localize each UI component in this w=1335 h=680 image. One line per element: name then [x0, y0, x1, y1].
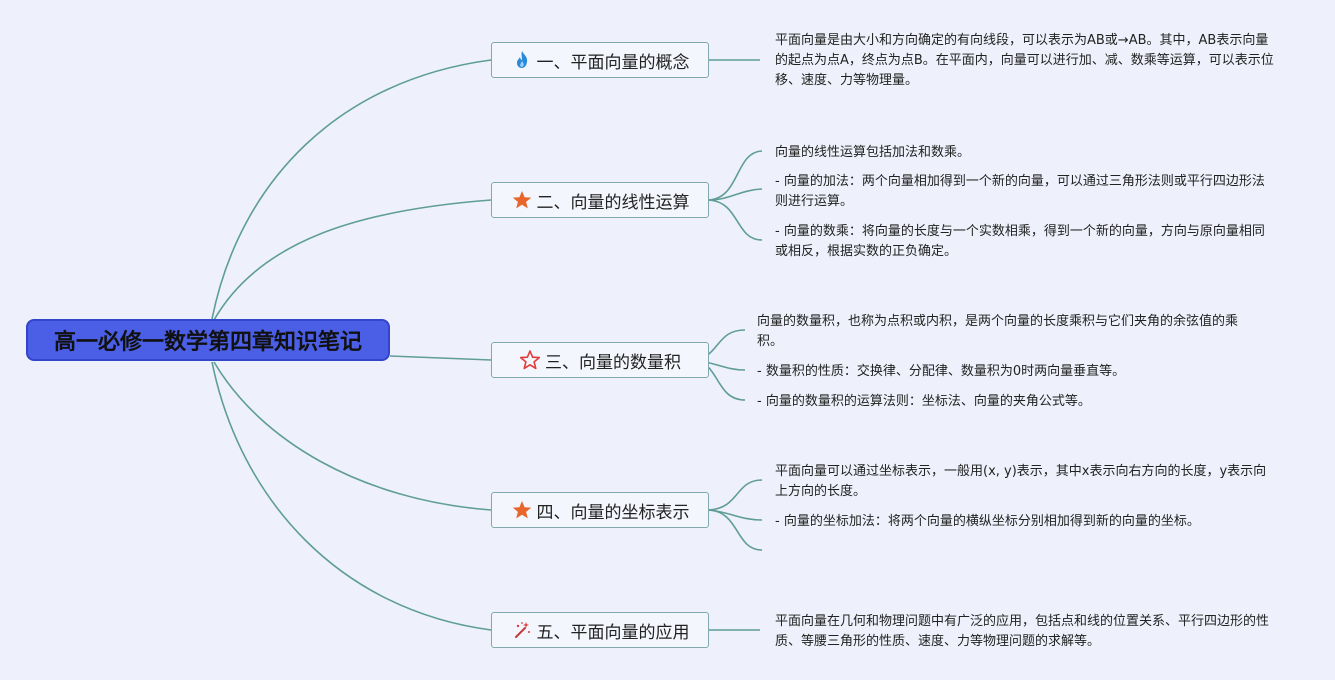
- link-topic4-leaf3: [708, 509, 763, 551]
- link-topic4-leaf1: [708, 479, 763, 511]
- leaf-linear-intro: 向量的线性运算包括加法和数乘。: [775, 145, 971, 160]
- fire-icon: [511, 49, 533, 71]
- topic-coordinate-representation[interactable]: 四、向量的坐标表示: [491, 492, 709, 528]
- leaf-scalar-multiplication: - 向量的数乘：将向量的长度与一个实数相乘，得到一个新的向量，方向与原向量相同或…: [775, 224, 1265, 259]
- topic-vector-concept[interactable]: 一、平面向量的概念: [491, 42, 709, 78]
- root-topic[interactable]: 高一必修一数学第四章知识笔记: [26, 319, 390, 361]
- link-root-topic-3: [389, 355, 492, 361]
- leaf-vector-addition: - 向量的加法：两个向量相加得到一个新的向量，可以通过三角形法则或平行四边形法则…: [775, 174, 1265, 209]
- link-root-topic-4: [213, 361, 492, 511]
- root-title: 高一必修一数学第四章知识笔记: [53, 330, 362, 355]
- topic-applications[interactable]: 五、平面向量的应用: [491, 612, 709, 648]
- link-root-topic-5: [211, 361, 492, 631]
- link-topic2-leaf2: [708, 188, 763, 201]
- link-root-topic-2: [213, 199, 492, 321]
- leaf-dot-product-properties: - 数量积的性质：交换律、分配律、数量积为0时两向量垂直等。: [757, 364, 1126, 379]
- topic-linear-operations[interactable]: 二、向量的线性运算: [491, 182, 709, 218]
- topic-label: 四、向量的坐标表示: [536, 502, 690, 523]
- leaf-coordinate-definition: 平面向量可以通过坐标表示，一般用(x, y)表示，其中x表示向右方向的长度，y表…: [775, 464, 1267, 499]
- topic-dot-product[interactable]: 三、向量的数量积: [491, 342, 709, 378]
- link-topic2-leaf3: [708, 199, 763, 241]
- leaf-dot-product-rules: - 向量的数量积的运算法则：坐标法、向量的夹角公式等。: [757, 394, 1091, 409]
- topic-label: 二、向量的线性运算: [536, 192, 690, 213]
- leaf-coordinate-addition: - 向量的坐标加法：将两个向量的横纵坐标分别相加得到新的向量的坐标。: [775, 514, 1200, 529]
- link-topic2-leaf1: [708, 150, 763, 201]
- star-outline-icon: [519, 349, 541, 371]
- topic-label: 五、平面向量的应用: [536, 622, 690, 643]
- link-root-topic-1: [211, 59, 492, 320]
- leaf-applications: 平面向量在几何和物理问题中有广泛的应用，包括点和线的位置关系、平行四边形的性质、…: [775, 614, 1270, 649]
- magic-wand-icon: [511, 619, 533, 641]
- topic-label: 一、平面向量的概念: [536, 52, 690, 73]
- leaf-concept-definition: 平面向量是由大小和方向确定的有向线段，可以表示为AB或→AB。其中，AB表示向量…: [775, 33, 1274, 88]
- star-filled-icon: [511, 499, 533, 521]
- leaf-dot-product-definition: 向量的数量积，也称为点积或内积，是两个向量的长度乘积与它们夹角的余弦值的乘积。: [757, 314, 1239, 349]
- star-filled-icon: [511, 189, 533, 211]
- topic-label: 三、向量的数量积: [545, 352, 681, 373]
